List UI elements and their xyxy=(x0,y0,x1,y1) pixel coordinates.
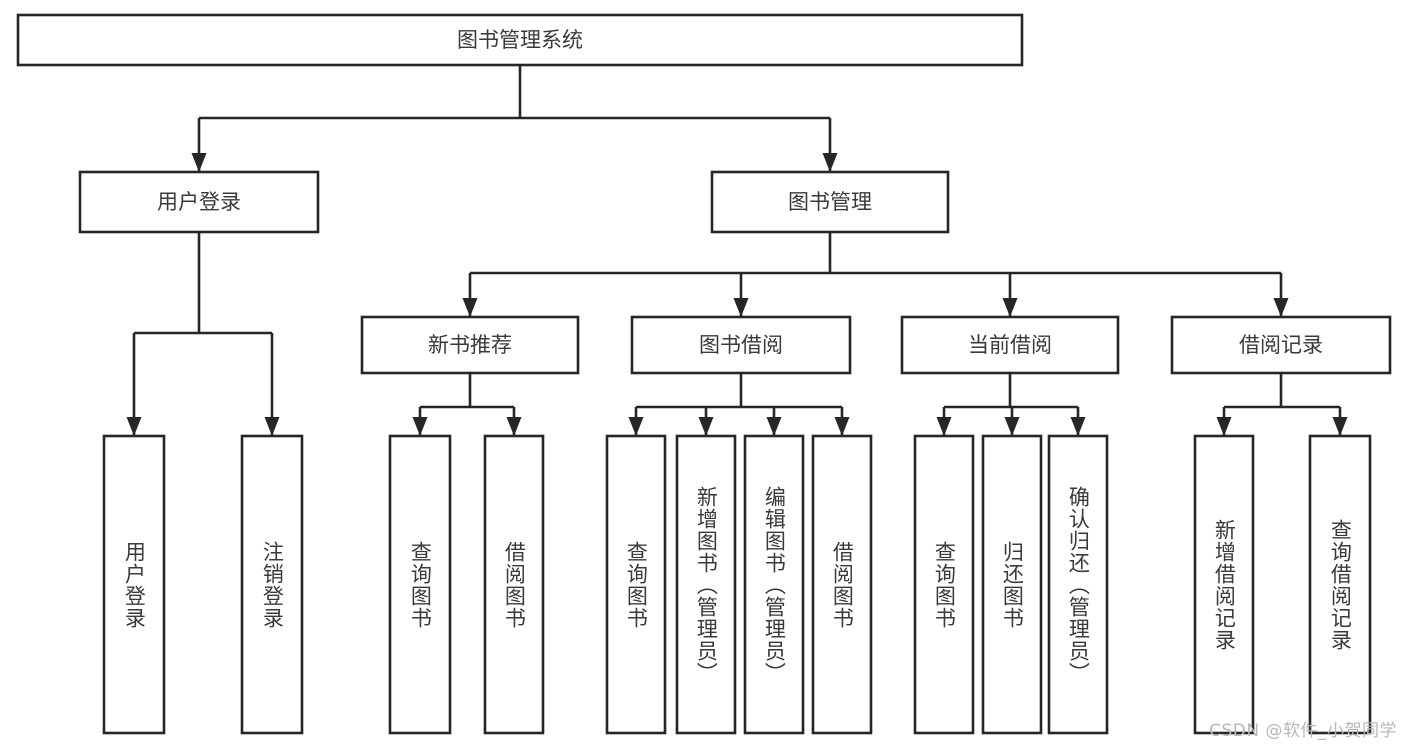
node-box[interactable] xyxy=(78,170,320,234)
node-label: 新书推荐 xyxy=(428,333,512,357)
node-box[interactable] xyxy=(483,434,545,735)
node-box[interactable] xyxy=(388,434,452,735)
arrow-head-icon xyxy=(264,417,280,436)
node-box[interactable] xyxy=(630,315,852,375)
arrow-head-icon xyxy=(1332,417,1348,436)
node-box[interactable] xyxy=(981,434,1043,735)
node-label: 用户登录 xyxy=(157,190,241,214)
node-box[interactable] xyxy=(1047,434,1109,735)
arrow-head-icon xyxy=(733,298,749,317)
node-label: 图书管理系统 xyxy=(457,28,583,52)
connectors-layer xyxy=(126,65,1348,436)
node-box[interactable] xyxy=(1193,434,1255,735)
node-label: 当前借阅 xyxy=(968,333,1052,357)
node-box[interactable] xyxy=(900,315,1120,375)
node-box[interactable] xyxy=(913,434,975,735)
node-box[interactable] xyxy=(675,434,737,735)
arrow-head-icon xyxy=(1216,417,1232,436)
node-box[interactable] xyxy=(360,315,580,375)
arrow-head-icon xyxy=(1070,417,1086,436)
node-box[interactable] xyxy=(605,434,667,735)
arrow-head-icon xyxy=(766,417,782,436)
node-label: 借阅记录 xyxy=(1239,333,1323,357)
arrow-head-icon xyxy=(1273,298,1289,317)
node-box[interactable] xyxy=(811,434,873,735)
node-box[interactable] xyxy=(16,13,1024,67)
node-box[interactable] xyxy=(1170,315,1392,375)
node-box[interactable] xyxy=(102,434,166,735)
arrow-head-icon xyxy=(822,153,838,172)
arrow-head-icon xyxy=(412,417,428,436)
arrow-head-icon xyxy=(698,417,714,436)
arrow-head-icon xyxy=(191,153,207,172)
arrow-head-icon xyxy=(628,417,644,436)
arrow-head-icon xyxy=(834,417,850,436)
node-box[interactable] xyxy=(1308,434,1372,735)
node-box[interactable] xyxy=(710,170,950,234)
arrow-head-icon xyxy=(462,298,478,317)
arrow-head-icon xyxy=(1002,298,1018,317)
node-box[interactable] xyxy=(743,434,805,735)
arrow-head-icon xyxy=(506,417,522,436)
node-box[interactable] xyxy=(240,434,304,735)
arrow-head-icon xyxy=(126,417,142,436)
node-label: 图书管理 xyxy=(788,190,872,214)
arrow-head-icon xyxy=(936,417,952,436)
arrow-head-icon xyxy=(1004,417,1020,436)
node-label: 图书借阅 xyxy=(699,333,783,357)
csdn-watermark: CSDN @软件_小贺同学 xyxy=(1209,721,1397,741)
boxes-layer xyxy=(16,13,1392,735)
